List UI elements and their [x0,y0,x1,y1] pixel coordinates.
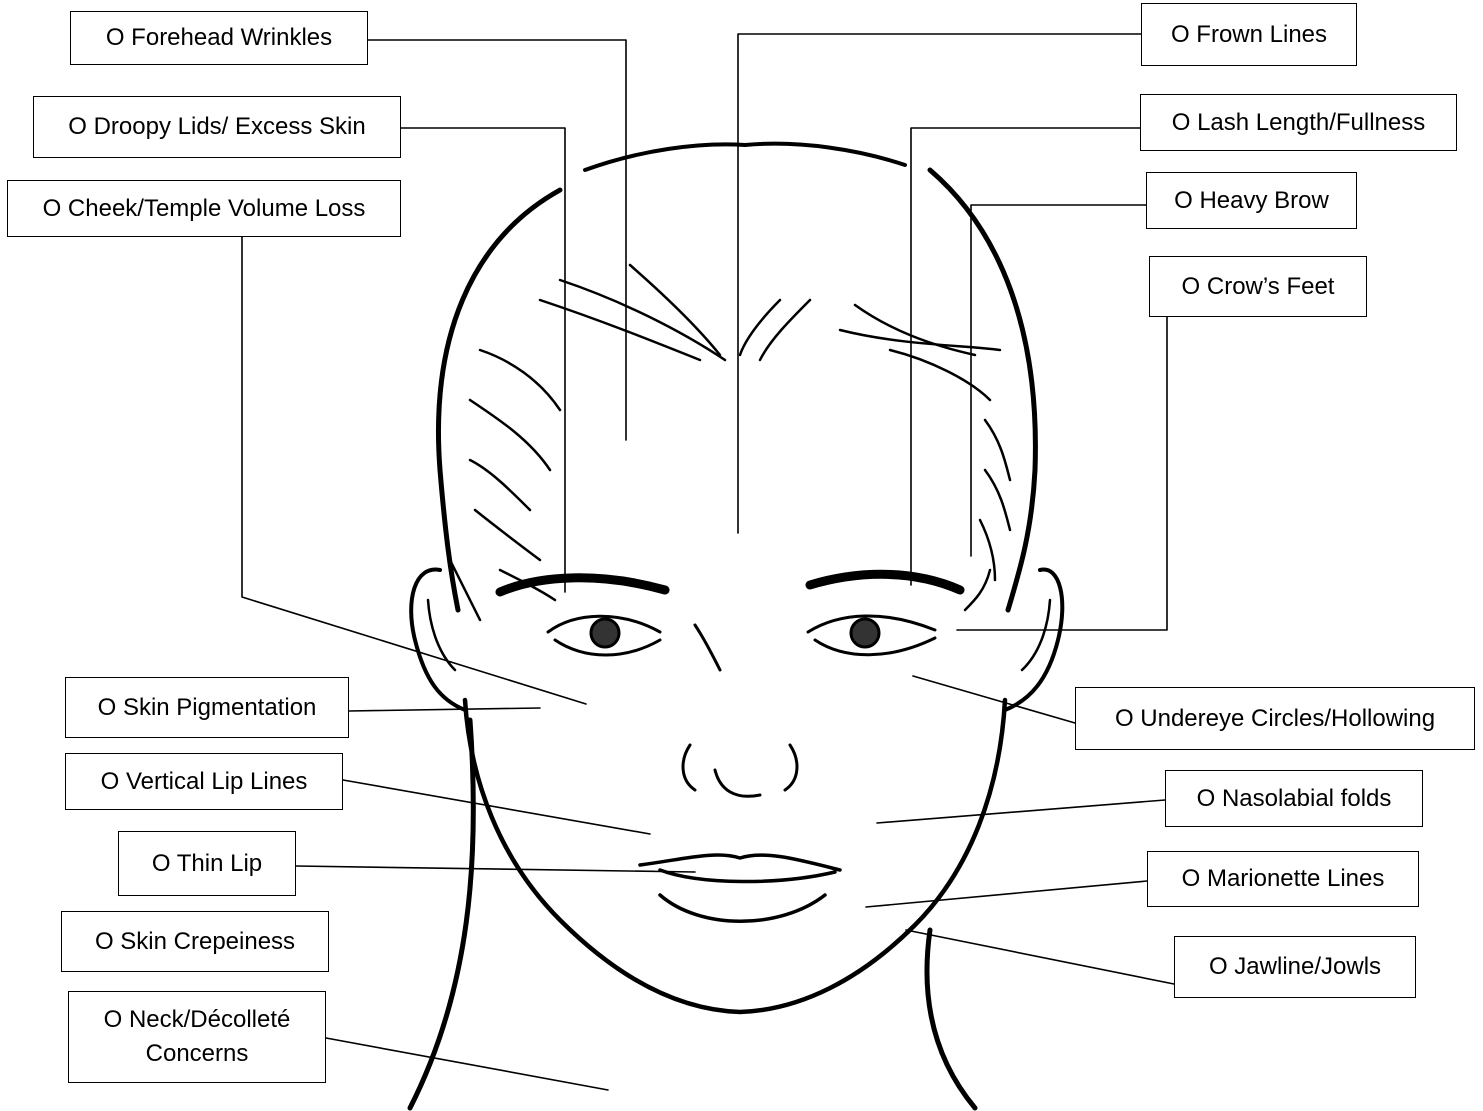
nose [683,625,797,796]
crows-feet-option[interactable]: O Crow’s Feet [1149,256,1367,317]
frown-lines-option[interactable]: O Frown Lines [1141,3,1357,66]
heavy-brow-option[interactable]: O Heavy Brow [1146,172,1357,229]
skin-pigmentation-option[interactable]: O Skin Pigmentation [65,677,349,738]
eyes [548,616,935,655]
nasolabial-folds-option[interactable]: O Nasolabial folds [1165,770,1423,827]
vertical-lip-lines-option[interactable]: O Vertical Lip Lines [65,753,343,810]
skin-crepeiness-option[interactable]: O Skin Crepeiness [61,911,329,972]
jaw-and-neck [410,700,1005,1108]
droopy-lids-option[interactable]: O Droopy Lids/ Excess Skin [33,96,401,158]
jawline-jowls-option[interactable]: O Jawline/Jowls [1174,936,1416,998]
undereye-circles-hollowing-option[interactable]: O Undereye Circles/Hollowing [1075,687,1475,750]
cheek-temple-volume-loss-option[interactable]: O Cheek/Temple Volume Loss [7,180,401,237]
hair-strands [450,265,1010,620]
neck-decollete-concerns-option[interactable]: O Neck/Décolleté Concerns [68,991,326,1083]
marionette-lines-option[interactable]: O Marionette Lines [1147,851,1419,907]
eyebrows [500,574,960,592]
lips [640,855,840,921]
forehead-wrinkles-option[interactable]: O Forehead Wrinkles [70,11,368,65]
thin-lip-option[interactable]: O Thin Lip [118,831,296,896]
lash-length-fullness-option[interactable]: O Lash Length/Fullness [1140,94,1457,151]
